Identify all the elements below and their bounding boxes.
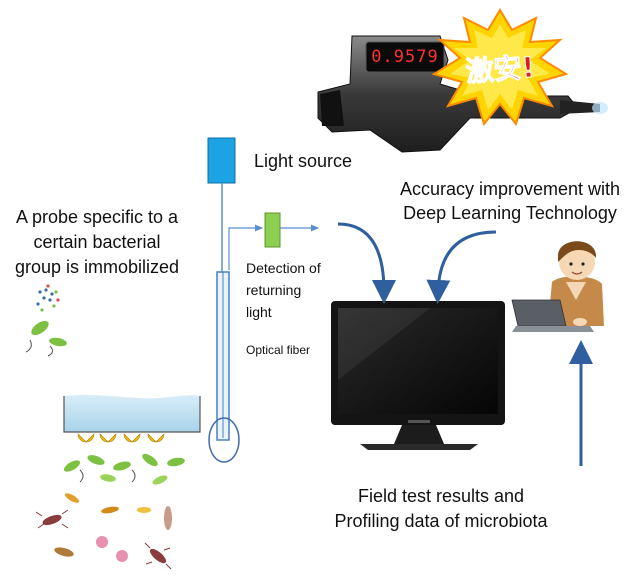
accuracy-label-line1: Accuracy improvement with: [399, 179, 621, 199]
detection-label-line2: returning: [246, 282, 302, 298]
immobilized-probes: [77, 433, 165, 443]
detection-label-line1: Detection of: [246, 260, 321, 276]
results-label-line1: Field test results and: [357, 486, 525, 506]
light-source-label: Light source: [254, 151, 353, 171]
bacteria-cluster-icon: [63, 453, 185, 485]
device-display-value: 0.9579: [371, 47, 439, 67]
light-source-box: [207, 137, 236, 184]
arrow-detector-to-monitor: [337, 222, 396, 304]
arrow-deeplearning-to-monitor: [426, 230, 497, 304]
probe-bacteria-illustration: [25, 284, 67, 357]
probe-label-line1: A probe specific to a: [15, 207, 179, 227]
return-light-path: [228, 224, 264, 270]
discount-badge-text: 激安!: [464, 50, 536, 89]
detection-label-line3: light: [246, 304, 272, 320]
accuracy-label-line2: Deep Learning Technology: [403, 203, 617, 223]
mixed-microbiota-icon: [35, 493, 172, 570]
probe-tip-highlight: [208, 417, 240, 463]
handheld-sensor-device-icon: [317, 35, 608, 153]
optical-fiber-label: Optical fiber: [246, 343, 311, 357]
discount-badge: [431, 8, 569, 127]
detector-box: [264, 212, 281, 248]
results-label-line2: Profiling data of microbiota: [334, 511, 548, 531]
person-with-laptop-icon: [511, 241, 604, 332]
probe-label-line2: certain bacterial: [33, 232, 161, 252]
probe-label-line3: group is immobilized: [14, 257, 180, 277]
sample-vessel-icon: [63, 394, 201, 433]
computer-monitor-icon: [331, 301, 505, 450]
